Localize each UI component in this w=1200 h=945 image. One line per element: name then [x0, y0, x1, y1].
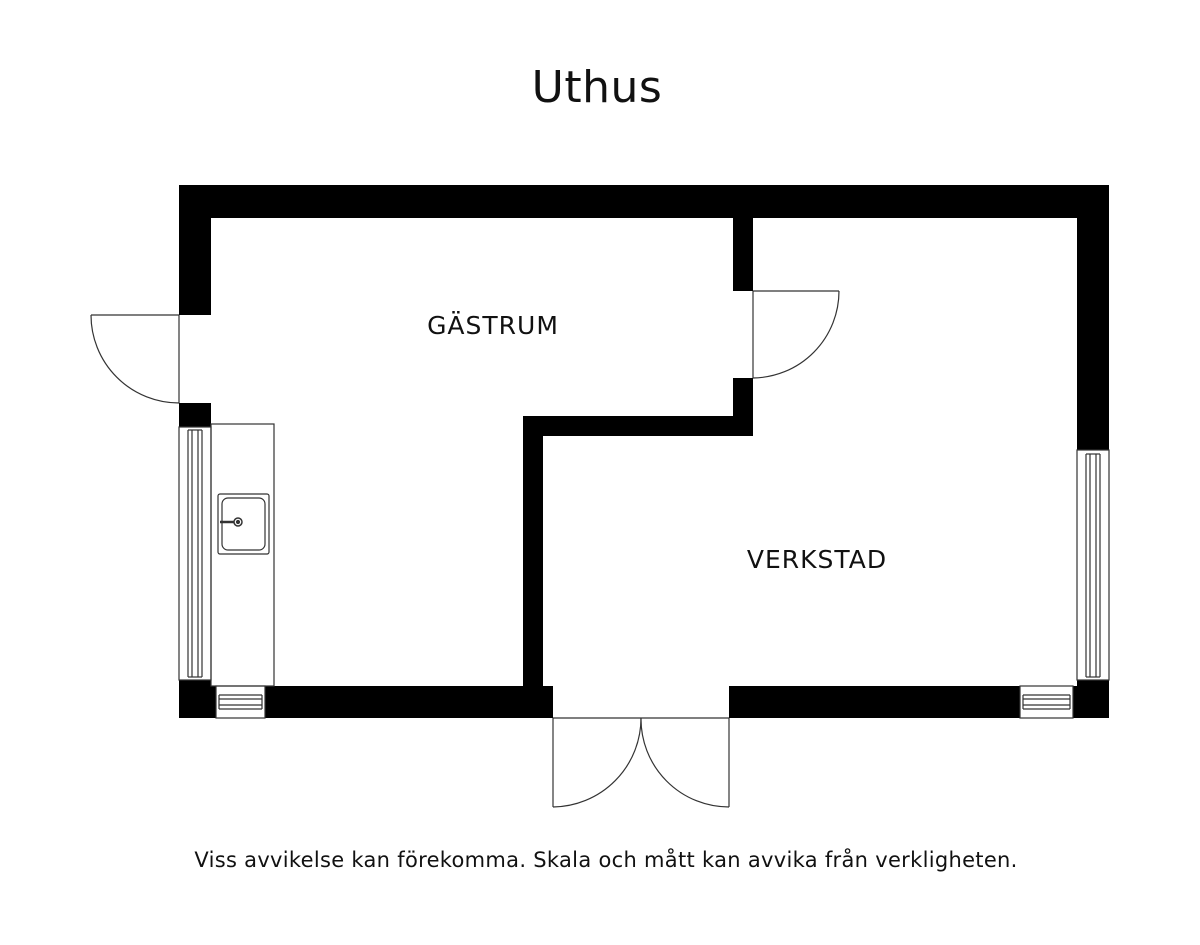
- walls: [179, 185, 1109, 718]
- wall-bottom-left: [179, 686, 216, 718]
- wall-top: [179, 185, 1109, 218]
- sink-outer: [217, 493, 270, 555]
- door-interior: [752, 290, 840, 379]
- window-right: [1076, 449, 1110, 681]
- wall-interior-upper: [733, 215, 753, 291]
- wall-bottom-mid: [265, 686, 553, 718]
- faucet-icon: [220, 517, 243, 527]
- plan-title: Uthus: [531, 62, 663, 113]
- window-bottom-right: [1019, 685, 1074, 719]
- sink-inner: [221, 497, 266, 551]
- counter: [210, 423, 275, 687]
- kitchenette: [210, 423, 275, 687]
- wall-bottom-corner-right: [1073, 686, 1109, 718]
- door-double-bottom: [552, 717, 730, 808]
- wall-interior-vertical: [523, 416, 543, 688]
- window-left: [178, 426, 212, 681]
- wall-interior-horizontal: [523, 416, 753, 436]
- wall-left-upper: [179, 185, 211, 315]
- wall-right-upper: [1077, 185, 1109, 450]
- disclaimer-text: Viss avvikelse kan förekomma. Skala och …: [194, 848, 1018, 872]
- wall-bottom-right: [729, 686, 1020, 718]
- doors: [90, 290, 840, 808]
- wall-left-mid: [179, 403, 211, 427]
- windows: [178, 426, 1110, 719]
- window-bottom-left: [215, 685, 266, 719]
- room-label-guest-room: GÄSTRUM: [427, 311, 559, 340]
- door-left-entrance: [90, 314, 180, 404]
- room-label-workshop: VERKSTAD: [747, 545, 887, 574]
